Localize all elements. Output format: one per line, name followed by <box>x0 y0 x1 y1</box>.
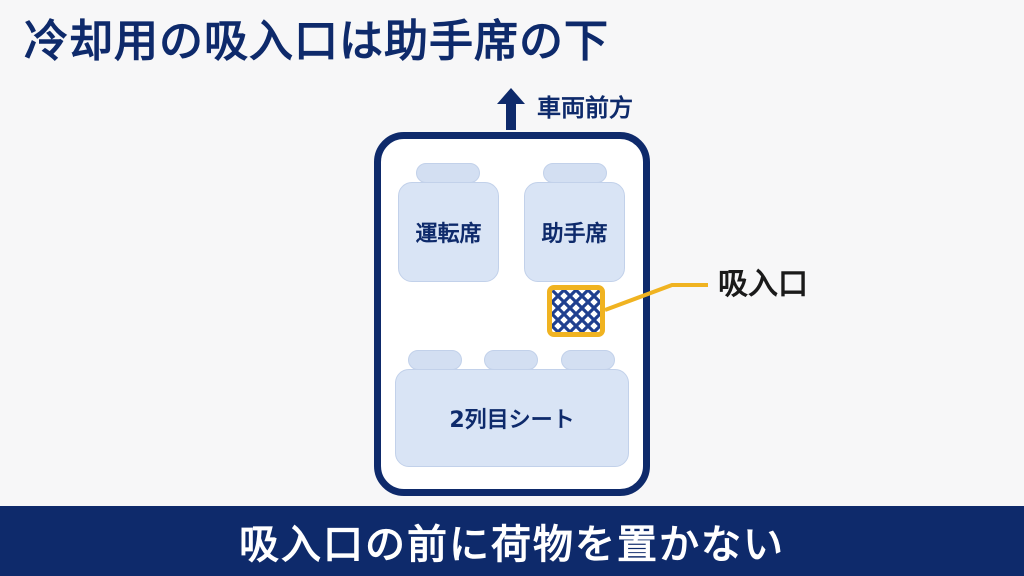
second-row-seat: 2列目シート <box>395 369 629 467</box>
banner-text: 吸入口の前に荷物を置かない <box>239 522 785 568</box>
driver-headrest <box>416 163 480 183</box>
passenger-headrest <box>543 163 607 183</box>
intake-vent-icon <box>547 285 605 337</box>
vehicle-front-label: 車両前方 <box>537 94 633 122</box>
page-title: 冷却用の吸入口は助手席の下 <box>24 16 609 67</box>
driver-seat: 運転席 <box>398 182 499 282</box>
rear-headrest-center <box>484 350 538 370</box>
passenger-seat: 助手席 <box>524 182 625 282</box>
intake-label: 吸入口 <box>718 267 808 302</box>
rear-headrest-right <box>561 350 615 370</box>
arrow-up-icon <box>497 88 525 130</box>
bottom-banner: 吸入口の前に荷物を置かない <box>0 506 1024 576</box>
rear-headrest-left <box>408 350 462 370</box>
